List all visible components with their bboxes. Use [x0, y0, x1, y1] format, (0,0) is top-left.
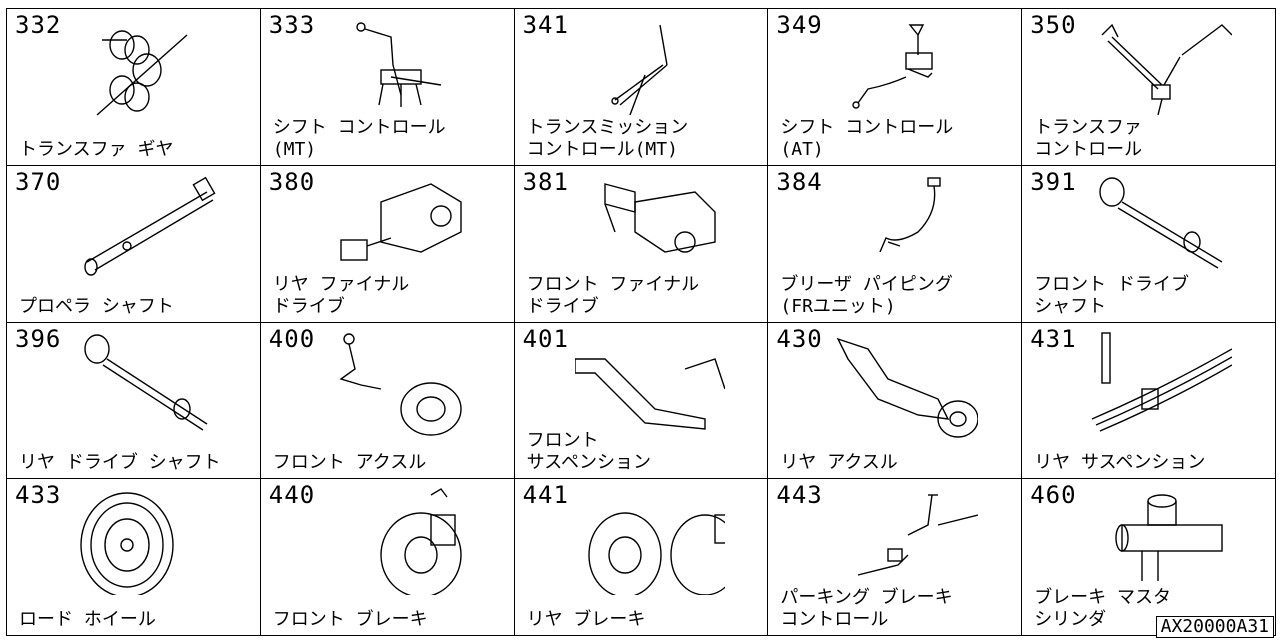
part-code: 332: [15, 11, 62, 39]
part-cell-441[interactable]: 441 リヤ ブレーキ: [514, 479, 769, 636]
shift-control-at-icon: [828, 15, 978, 125]
part-label: リヤ サスペンション: [1034, 452, 1206, 474]
front-axle-icon: [321, 329, 471, 439]
part-code: 333: [268, 11, 316, 39]
part-label: ロード ホイール: [19, 609, 156, 630]
part-code: 341: [522, 11, 569, 39]
part-cell-431[interactable]: 431 リヤ サスペンション: [1022, 322, 1276, 480]
part-code: 349: [776, 11, 823, 39]
part-code: 440: [268, 481, 316, 510]
shift-control-mt-icon: [321, 15, 471, 125]
part-code: 433: [15, 481, 62, 510]
part-code: 384: [776, 167, 823, 196]
part-cell-350[interactable]: 350 トランスファ コントロール: [1022, 9, 1276, 166]
part-code: 380: [268, 167, 316, 196]
part-cell-333[interactable]: 333 シフト コントロール (MT): [260, 9, 515, 166]
part-cell-349[interactable]: 349 シフト コントロール (AT): [768, 9, 1023, 166]
part-cell-460[interactable]: 460 ブレーキ マスタ シリンダ: [1022, 479, 1276, 636]
part-cell-433[interactable]: 433 ロード ホイール: [7, 479, 261, 636]
part-code: 400: [268, 324, 316, 353]
part-cell-400[interactable]: 400 フロント アクスル: [260, 322, 515, 480]
part-code: 396: [15, 324, 62, 353]
part-label: シフト コントロール (MT): [272, 116, 446, 160]
rear-axle-icon: [828, 329, 980, 439]
transfer-gear-icon: [67, 15, 217, 125]
part-label: フロント サスペンション: [526, 430, 651, 474]
part-cell-341[interactable]: 341 トランスミッション コントロール(MT): [514, 9, 769, 166]
part-cell-391[interactable]: 391 フロント ドライブ シャフト: [1022, 165, 1276, 323]
part-label: リヤ アクスル: [780, 452, 898, 474]
part-cell-430[interactable]: 430 リヤ アクスル: [768, 322, 1023, 480]
part-label: プロペラ シャフト: [19, 295, 174, 317]
part-cell-443[interactable]: 443 パーキング ブレーキ コントロール: [768, 479, 1023, 636]
part-code: 401: [522, 324, 569, 353]
reference-code-box: AX20000A31: [1155, 616, 1274, 638]
part-code: 430: [776, 324, 823, 353]
part-code: 460: [1030, 481, 1077, 510]
part-label: フロント ブレーキ: [272, 609, 428, 630]
part-label: ブリーザ パイピング (FRユニット): [780, 273, 953, 317]
brake-master-cylinder-icon: [1082, 485, 1232, 595]
part-label: トランスファ コントロール: [1034, 116, 1143, 160]
part-code: 391: [1030, 167, 1077, 196]
part-cell-384[interactable]: 384 ブリーザ パイピング (FRユニット): [768, 165, 1023, 323]
part-cell-380[interactable]: 380 リヤ ファイナル ドライブ: [260, 165, 515, 323]
front-final-drive-icon: [575, 172, 725, 282]
front-brake-icon: [321, 485, 471, 598]
part-label: リヤ ファイナル ドライブ: [272, 273, 410, 317]
part-label: フロント ドライブ シャフト: [1034, 273, 1190, 317]
part-code: 443: [776, 481, 823, 510]
parking-brake-control-icon: [828, 485, 979, 595]
breather-piping-icon: [828, 172, 978, 282]
parts-catalog-grid: 332 トランスファ ギヤ 333 シフト コントロール (MT) 341 トランスミ…: [6, 8, 1276, 636]
part-cell-440[interactable]: 440 フロント ブレーキ: [260, 479, 515, 636]
part-label: パーキング ブレーキ コントロール: [780, 587, 953, 630]
part-cell-332[interactable]: 332 トランスファ ギヤ: [7, 9, 261, 166]
part-cell-396[interactable]: 396 リヤ ドライブ シャフト: [7, 322, 261, 480]
rear-suspension-icon: [1082, 329, 1233, 439]
part-code: 431: [1030, 324, 1077, 353]
part-label: ブレーキ マスタ シリンダ: [1034, 587, 1172, 630]
part-cell-370[interactable]: 370 プロペラ シャフト: [7, 165, 261, 323]
part-label: リヤ ブレーキ: [526, 609, 646, 630]
rear-brake-icon: [575, 485, 740, 598]
propeller-shaft-icon: [67, 172, 217, 282]
part-cell-381[interactable]: 381 フロント ファイナル ドライブ: [514, 165, 769, 323]
part-label: フロント ファイナル ドライブ: [526, 273, 700, 317]
part-cell-401[interactable]: 401 フロント サスペンション: [514, 322, 769, 480]
front-drive-shaft-icon: [1082, 172, 1232, 282]
transfer-control-icon: [1082, 15, 1233, 125]
part-code: 350: [1030, 11, 1077, 39]
part-code: 381: [522, 167, 569, 196]
part-label: リヤ ドライブ シャフト: [19, 452, 221, 474]
part-code: 441: [522, 481, 569, 510]
front-suspension-icon: [573, 329, 754, 439]
transmission-control-icon: [575, 15, 725, 125]
part-label: フロント アクスル: [272, 452, 427, 474]
part-label: トランスミッション コントロール(MT): [526, 116, 689, 160]
part-label: トランスファ ギヤ: [19, 138, 174, 160]
rear-drive-shaft-icon: [67, 329, 217, 439]
rear-final-drive-icon: [321, 172, 471, 282]
part-label: シフト コントロール (AT): [780, 116, 954, 160]
part-code: 370: [15, 167, 62, 196]
road-wheel-icon: [67, 485, 217, 598]
